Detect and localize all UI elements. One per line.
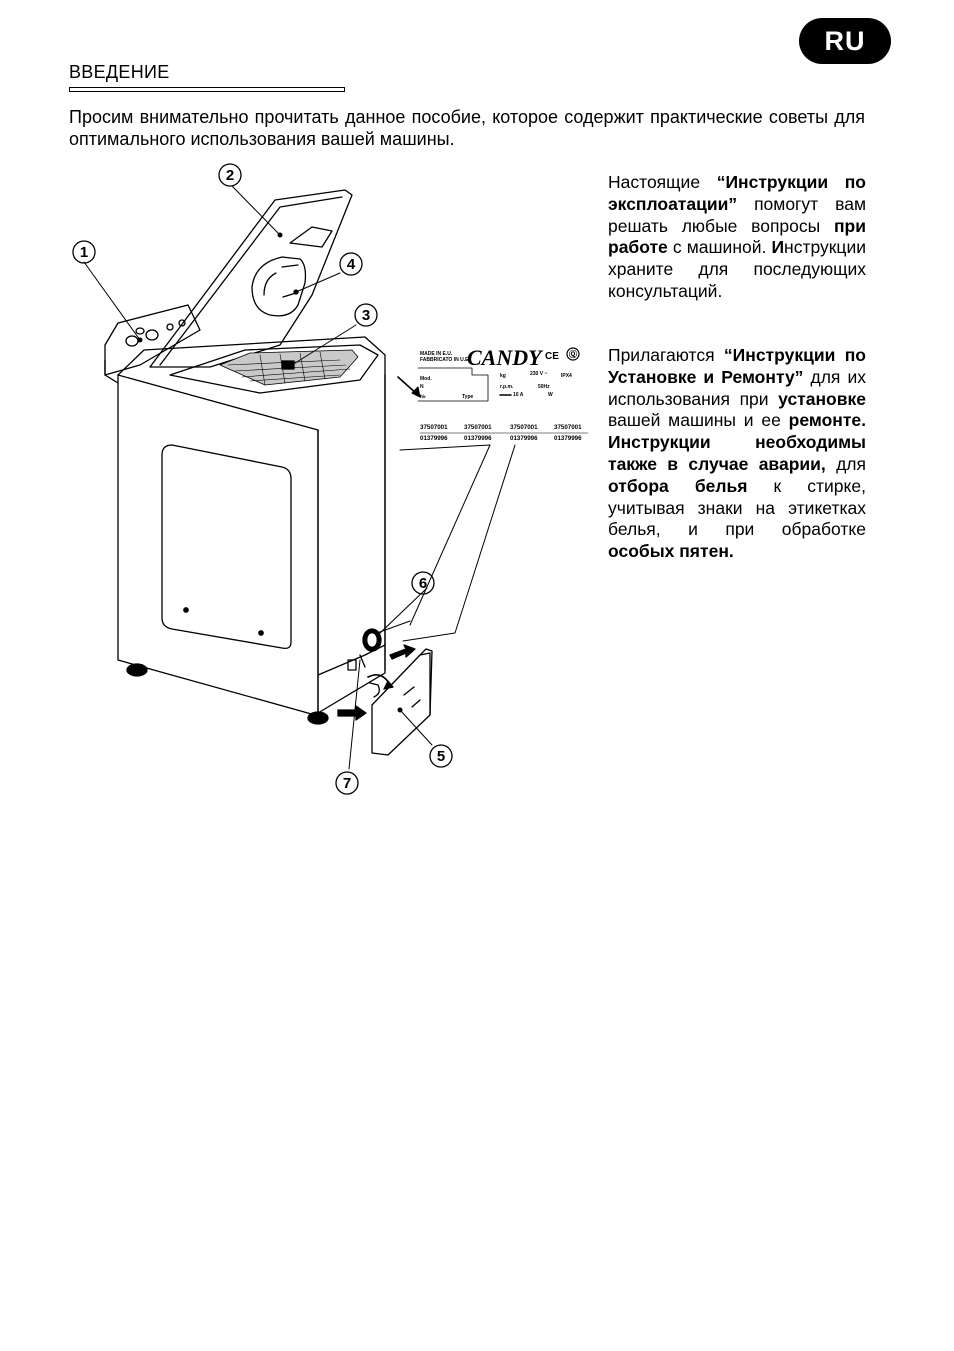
text-run: установке xyxy=(778,388,866,409)
text-run: помогут вам решать любые вопросы xyxy=(608,193,866,236)
door-screw xyxy=(183,607,189,613)
svg-text:FABBRICATO IN U.E.: FABBRICATO IN U.E. xyxy=(420,357,470,363)
callout-7: 7 xyxy=(335,771,359,795)
svg-text:50Hz: 50Hz xyxy=(538,384,550,390)
svg-text:230 V ~: 230 V ~ xyxy=(530,371,547,377)
language-badge: RU xyxy=(799,18,891,64)
svg-text:37507001: 37507001 xyxy=(510,424,538,431)
text-run: “Инструкции по эксплоатации” xyxy=(608,172,866,214)
text-run: для их использования при xyxy=(608,366,866,409)
svg-text:Ⓠ: Ⓠ xyxy=(569,349,577,359)
svg-text:37507001: 37507001 xyxy=(420,424,448,431)
svg-text:W: W xyxy=(548,392,553,398)
svg-text:Type: Type xyxy=(462,394,474,400)
intro-paragraph: Просим внимательно прочитать данное посо… xyxy=(69,107,865,149)
svg-text:MADE IN E.U.: MADE IN E.U. xyxy=(420,351,453,357)
svg-text:Mod.: Mod. xyxy=(420,376,432,382)
remove-arrow xyxy=(337,705,367,721)
control-panel xyxy=(104,304,201,376)
callout-2: 2 xyxy=(218,163,242,187)
svg-text:37507001: 37507001 xyxy=(464,424,492,431)
svg-text:6: 6 xyxy=(419,575,427,592)
foot xyxy=(307,711,329,725)
text-run: нструкции храните для последующих консул… xyxy=(608,237,866,301)
text-run: Настоящие xyxy=(608,172,717,192)
svg-text:4: 4 xyxy=(347,256,356,273)
machine-lid xyxy=(149,189,353,368)
text-run: Прилагаются xyxy=(608,345,724,365)
text-run: “Инструкции по Установке и Ремонту” xyxy=(608,345,866,387)
service-door xyxy=(161,444,292,650)
plinth-slot xyxy=(347,659,357,671)
callout-1: 1 xyxy=(72,240,96,264)
indicator-light xyxy=(166,323,174,331)
text-run: ремонте. Инструкции необходимы также в с… xyxy=(608,410,866,474)
text-run: особых пятен. xyxy=(608,541,734,562)
svg-text:3: 3 xyxy=(362,307,370,324)
svg-text:01379996: 01379996 xyxy=(464,435,492,442)
svg-text:CE: CE xyxy=(545,351,559,362)
svg-text:37507001: 37507001 xyxy=(554,424,582,431)
svg-text:7: 7 xyxy=(343,775,351,792)
title-underline xyxy=(69,87,345,92)
callout-6: 6 xyxy=(411,571,435,595)
callout-leaders xyxy=(83,185,516,770)
section-title: ВВЕДЕНИЕ xyxy=(69,62,170,82)
callouts: 1 2 3 4 5 6 7 xyxy=(72,163,453,795)
indicator-light xyxy=(178,319,186,327)
callout-4: 4 xyxy=(339,252,363,276)
text-run: с машиной. xyxy=(667,237,772,258)
text-run: к стирке, учитывая знаки на этикетках бе… xyxy=(608,475,866,540)
text-run: при работе xyxy=(608,215,866,258)
callout-3: 3 xyxy=(354,303,378,327)
operating-instructions-paragraph: Настоящие “Инструкции по эксплоатации” п… xyxy=(608,172,866,303)
svg-text:01379996: 01379996 xyxy=(554,435,582,442)
control-knob xyxy=(135,327,145,335)
svg-text:01379996: 01379996 xyxy=(510,435,538,442)
svg-text:5: 5 xyxy=(437,748,445,765)
svg-text:1: 1 xyxy=(80,244,88,261)
text-run: для xyxy=(825,453,866,474)
svg-text:kg: kg xyxy=(500,373,506,379)
machine-cabinet xyxy=(104,336,386,725)
text-run: вашей машины и ее xyxy=(608,410,789,431)
svg-text:10 A: 10 A xyxy=(513,392,524,398)
control-knob xyxy=(145,329,159,341)
svg-text:N: N xyxy=(420,384,424,390)
svg-text:IPX4: IPX4 xyxy=(561,373,572,379)
detergent-dispenser xyxy=(251,256,307,317)
lid-handle xyxy=(289,226,333,248)
plinth-cover xyxy=(371,652,431,756)
rating-plate: MADE IN E.U. FABBRICATO IN U.E. CANDY CE… xyxy=(417,345,589,442)
filter-area xyxy=(337,628,433,756)
svg-text:01379996: 01379996 xyxy=(420,435,448,442)
remove-arrow xyxy=(389,644,416,660)
washing-machine-figure: 1 2 3 4 5 6 7 MADE IN E.U. FABBRICATO IN… xyxy=(72,163,589,795)
drum-opening xyxy=(169,344,379,394)
svg-text:r.p.m.: r.p.m. xyxy=(500,384,514,390)
callout-5: 5 xyxy=(429,744,453,768)
svg-text:2: 2 xyxy=(226,167,234,184)
brand-logo: CANDY xyxy=(467,345,544,370)
text-run: отбора белья xyxy=(608,475,748,496)
control-knob xyxy=(125,335,139,347)
installation-instructions-paragraph: Прилагаются “Инструкции по Установке и Р… xyxy=(608,345,866,563)
svg-text:№: № xyxy=(420,394,426,400)
foot xyxy=(126,663,148,677)
door-screw xyxy=(258,630,264,636)
text-run: И xyxy=(771,237,785,258)
